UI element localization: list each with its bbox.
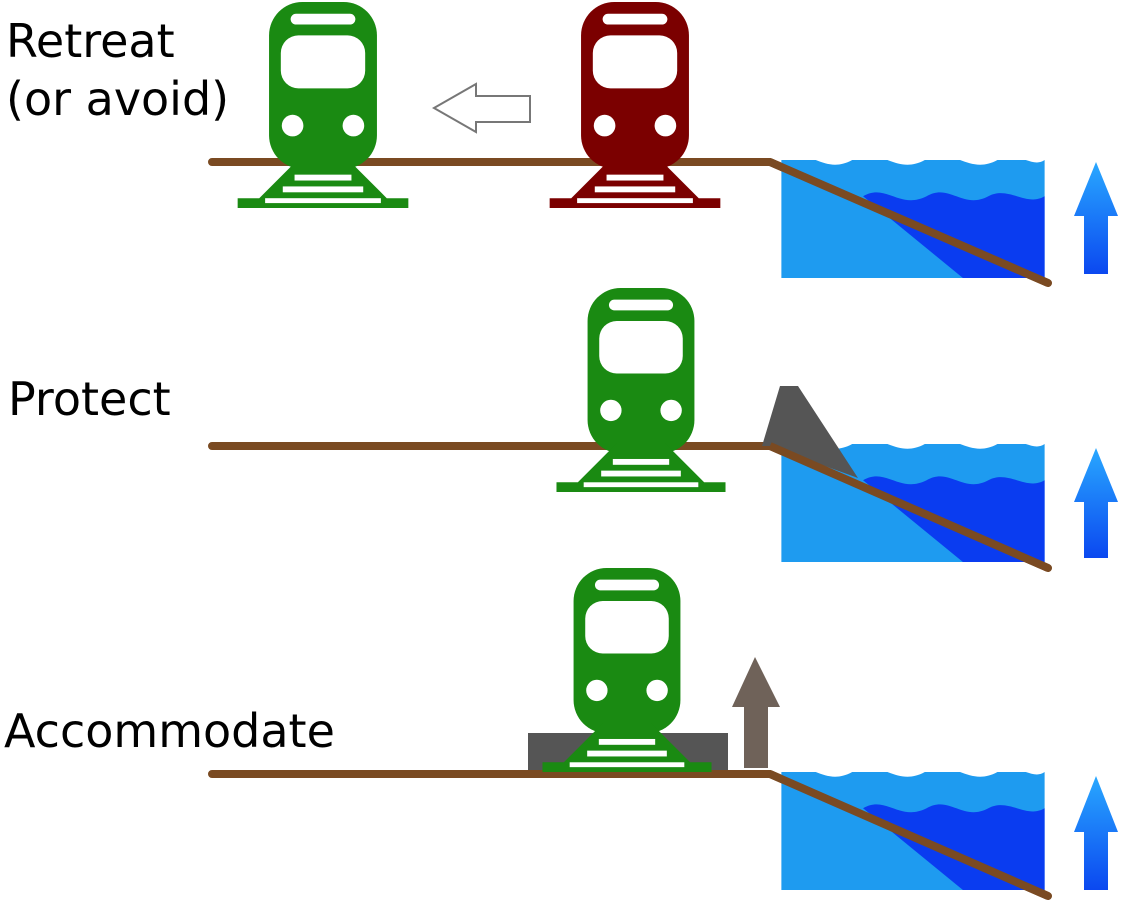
up-arrow-icon	[1074, 162, 1118, 274]
safe-train-icon	[237, 2, 409, 208]
accommodate-row	[208, 568, 1118, 900]
retreat-row	[208, 2, 1118, 287]
accommodate-label: Accommodate	[4, 704, 335, 758]
at-risk-train-icon	[549, 2, 721, 208]
up-arrow-icon	[732, 657, 780, 768]
sea-water-retreat	[781, 160, 1045, 278]
protected-train-icon	[556, 288, 726, 492]
up-arrow-icon	[1074, 776, 1118, 890]
retreat-label: Retreat (or avoid)	[6, 14, 230, 126]
sea-water-accommodate	[781, 772, 1045, 890]
shore-slope-protect	[768, 442, 1050, 572]
protect-label: Protect	[8, 372, 171, 426]
protect-row	[208, 288, 1118, 572]
up-arrow-icon	[1074, 448, 1118, 558]
left-arrow-icon	[431, 82, 531, 134]
seawall-icon	[762, 386, 858, 478]
shore-slope-retreat	[768, 158, 1050, 287]
shore-slope-accommodate	[768, 770, 1050, 900]
